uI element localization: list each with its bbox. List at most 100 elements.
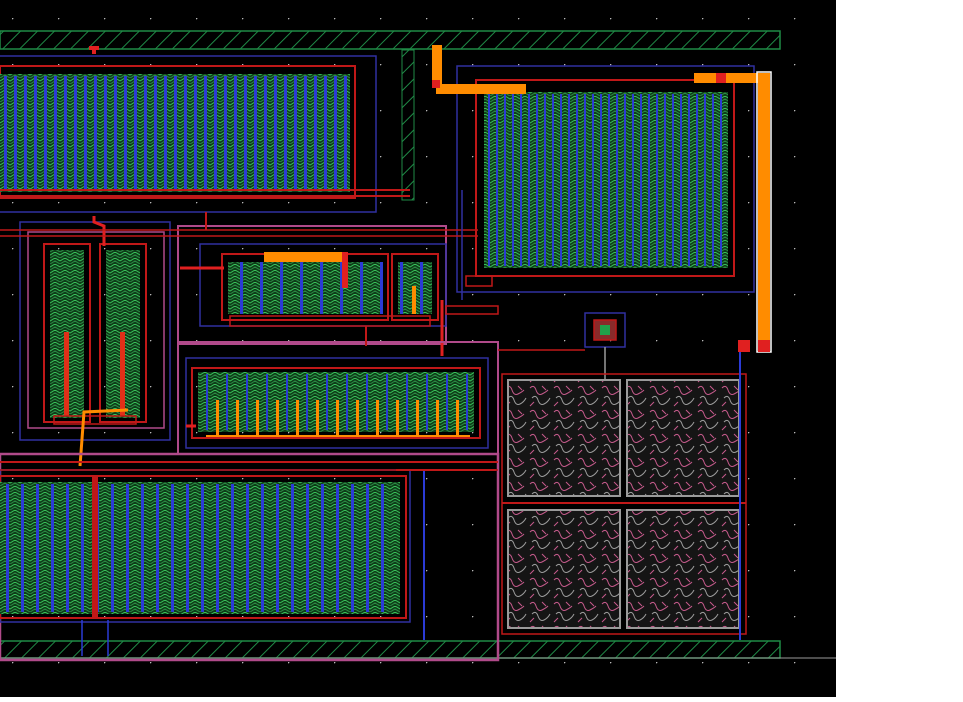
gate-finger (231, 484, 234, 612)
gate-finger (144, 76, 147, 190)
gate-finger (14, 76, 17, 190)
gate-finger (446, 374, 448, 430)
gate-finger (284, 76, 287, 190)
pin-marker-top[interactable] (89, 46, 99, 54)
gate-finger (416, 400, 419, 436)
guard-ring-top[interactable] (0, 30, 781, 50)
gate-finger (104, 76, 107, 190)
mos-row-center[interactable] (177, 341, 499, 455)
gate-finger (360, 262, 363, 314)
gate-finger (306, 484, 309, 612)
gate-finger (592, 94, 594, 266)
gate-finger (141, 484, 144, 612)
gate-finger (344, 76, 347, 190)
gate-finger (466, 374, 468, 430)
gate-fingers (488, 94, 722, 266)
gate-finger (560, 94, 562, 266)
gate-finger (84, 76, 87, 190)
gate-finger (24, 76, 27, 190)
gate-finger (536, 94, 538, 266)
gate-finger (400, 262, 403, 314)
gate-finger (204, 76, 207, 190)
gate-finger (396, 400, 399, 436)
gate-finger (334, 76, 337, 190)
metal3-route-top[interactable] (432, 45, 772, 353)
gate-finger (74, 76, 77, 190)
gate-finger (600, 94, 602, 266)
guard-ring-bottom[interactable] (0, 640, 836, 659)
metal2-routes (0, 190, 499, 471)
gate-finger (512, 94, 514, 266)
gate-finger (321, 484, 324, 612)
via-center[interactable] (498, 312, 626, 382)
gate-finger (94, 76, 97, 190)
gate-finger (246, 484, 249, 612)
gate-finger (164, 76, 167, 190)
gate-finger (206, 374, 208, 430)
gate-fingers (6, 484, 384, 612)
gate-finger (254, 76, 257, 190)
bottom-margin (0, 697, 836, 702)
gate-finger (688, 94, 690, 266)
gate-finger (672, 94, 674, 266)
gate-finger (336, 400, 339, 436)
gate-finger (64, 76, 67, 190)
gate-finger (21, 484, 24, 612)
mim-cap-top-left[interactable] (507, 379, 621, 497)
layout-canvas[interactable] (0, 0, 836, 697)
gate-finger (346, 374, 348, 430)
gate-finger (488, 94, 490, 266)
mim-cap-top-right[interactable] (626, 379, 740, 497)
gate-finger (4, 76, 7, 190)
gate-finger (171, 484, 174, 612)
gate-finger (280, 262, 283, 314)
gate-finger (520, 94, 522, 266)
gate-finger (274, 76, 277, 190)
gate-finger (6, 484, 9, 612)
gate-finger (656, 94, 658, 266)
gate-finger (420, 262, 423, 314)
gate-finger (126, 484, 129, 612)
gate-finger (436, 400, 439, 436)
gate-finger (36, 484, 39, 612)
gate-finger (260, 262, 263, 314)
gate-finger (584, 94, 586, 266)
gate-finger (216, 484, 219, 612)
gate-finger (276, 484, 279, 612)
gate-finger (326, 374, 328, 430)
gate-finger (300, 262, 303, 314)
mim-cap-bottom-left[interactable] (507, 509, 621, 629)
gate-finger (216, 400, 219, 436)
gate-finger (296, 400, 299, 436)
gate-finger (608, 94, 610, 266)
gate-finger (704, 94, 706, 266)
gate-finger (240, 262, 243, 314)
gate-finger (184, 76, 187, 190)
gate-finger (294, 76, 297, 190)
gate-finger (366, 484, 369, 612)
mim-cap-bottom-right[interactable] (626, 509, 740, 629)
mos-pair-mid-left[interactable] (19, 216, 171, 467)
gate-finger (426, 374, 428, 430)
layout-svg (0, 0, 836, 697)
gate-finger (226, 374, 228, 430)
gate-finger (286, 374, 288, 430)
gate-finger (306, 374, 308, 430)
gate-finger (356, 400, 359, 436)
gate-finger (376, 400, 379, 436)
gate-finger (214, 76, 217, 190)
mos-array-top-left[interactable] (0, 49, 415, 213)
gate-finger (324, 76, 327, 190)
gate-finger (34, 76, 37, 190)
gate-finger (386, 374, 388, 430)
gate-finger (552, 94, 554, 266)
gate-fingers (240, 262, 423, 314)
mos-row-mid-center[interactable] (177, 225, 447, 356)
gate-finger (712, 94, 714, 266)
gate-finger (124, 76, 127, 190)
mos-array-top-right[interactable] (456, 65, 755, 293)
gate-finger (576, 94, 578, 266)
gate-finger (51, 484, 54, 612)
gate-finger (44, 76, 47, 190)
gate-finger (111, 484, 114, 612)
